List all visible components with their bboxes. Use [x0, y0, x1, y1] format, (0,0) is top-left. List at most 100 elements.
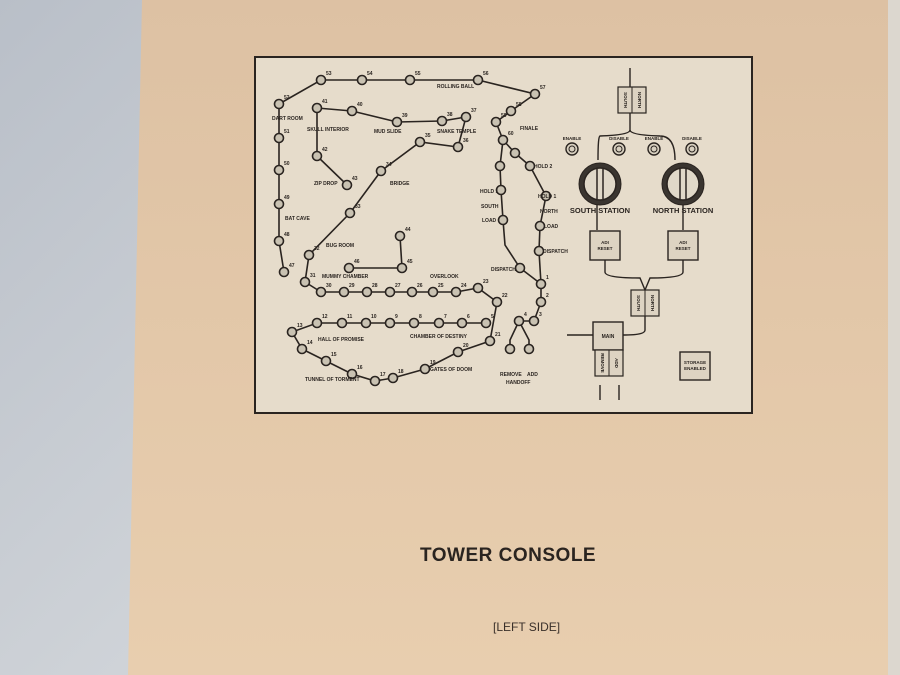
nodes: [273, 74, 552, 387]
station-label: HOLD 2: [534, 164, 553, 170]
node-number: 20: [463, 343, 469, 349]
block-node: [472, 74, 484, 86]
node-number: 30: [326, 283, 332, 289]
station-label: HOLD 1: [538, 194, 557, 200]
station-node: [523, 343, 535, 355]
area-label: SKULL INTERIOR: [307, 127, 349, 133]
block-node: [303, 249, 315, 261]
block-node: [315, 286, 327, 298]
node-number: 18: [398, 369, 404, 375]
block-node: [505, 105, 517, 117]
block-node: [436, 115, 448, 127]
switch-label: REMOVE: [600, 353, 605, 373]
node-number: 2: [546, 293, 549, 299]
switch-label: NORTH: [650, 295, 655, 311]
station-label: DISPATCH: [543, 249, 568, 255]
station-node: [504, 343, 516, 355]
block-node: [384, 286, 396, 298]
node-number: 45: [407, 259, 413, 265]
station-label: LOAD: [544, 224, 559, 230]
node-number: 5: [491, 314, 494, 320]
block-node: [346, 105, 358, 117]
block-node: [480, 317, 492, 329]
node-number: 55: [415, 71, 421, 77]
adi-reset-button[interactable]: [589, 230, 621, 261]
indicator-lamp[interactable]: [647, 142, 661, 156]
area-label: CHAMBER OF DESTINY: [410, 334, 468, 340]
node-number: 41: [322, 99, 328, 105]
node-number: 37: [471, 108, 477, 114]
storage-enabled-button[interactable]: [679, 351, 711, 381]
node-number: 13: [297, 323, 303, 329]
block-node: [452, 346, 464, 358]
lamp-ring: [688, 145, 696, 153]
block-node: [490, 116, 502, 128]
node-number: 56: [483, 71, 489, 77]
switch-label: SOUTH: [636, 295, 641, 311]
knob-face: [583, 167, 617, 201]
block-node: [273, 132, 285, 144]
station-node: [540, 190, 552, 202]
node-number: 3: [539, 312, 542, 318]
indicator-lamp[interactable]: [685, 142, 699, 156]
document-subtitle: [LEFT SIDE]: [493, 620, 561, 634]
reset-label: RESET: [675, 246, 690, 251]
node-number: 34: [386, 162, 392, 168]
node-number: 10: [371, 314, 377, 320]
block-node: [456, 317, 468, 329]
block-node: [396, 262, 408, 274]
area-label: DART ROOM: [272, 116, 303, 122]
node-number: 46: [354, 259, 360, 265]
area-label: ROLLING BALL: [437, 84, 474, 90]
indicator-lamp[interactable]: [612, 142, 626, 156]
block-node: [344, 207, 356, 219]
block-node: [513, 315, 525, 327]
block-node: [419, 363, 431, 375]
node-number: 15: [331, 352, 337, 358]
switch-label: SOUTH: [623, 92, 628, 108]
block-node: [450, 286, 462, 298]
node-number: 8: [419, 314, 422, 320]
station-node: [509, 147, 521, 159]
area-label: GATES OF DOOM: [430, 367, 472, 373]
station-label: HOLD 1: [480, 189, 499, 195]
adi-reset-button[interactable]: [667, 230, 699, 261]
node-number: 38: [447, 112, 453, 118]
indicator-lamp[interactable]: [565, 142, 579, 156]
switch-label: NORTH: [637, 92, 642, 108]
block-node: [299, 276, 311, 288]
area-label: HALL OF PROMISE: [318, 337, 365, 343]
node-number: 9: [395, 314, 398, 320]
node-number: 54: [367, 71, 373, 77]
station-node: [497, 214, 509, 226]
block-node: [391, 116, 403, 128]
block-node: [529, 88, 541, 100]
lamp-ring: [650, 145, 658, 153]
lamp-label: DISABLE: [609, 136, 629, 141]
node-number: 44: [405, 227, 411, 233]
node-number: 21: [495, 332, 501, 338]
lamp-label: ENABLE: [563, 136, 582, 141]
block-node: [404, 74, 416, 86]
node-number: 26: [417, 283, 423, 289]
node-number: 60: [508, 131, 514, 137]
node-number: 4: [524, 312, 527, 318]
node-number: 48: [284, 232, 290, 238]
block-node: [286, 326, 298, 338]
area-label: FINALE: [520, 126, 539, 132]
station-label: LOAD: [482, 218, 497, 224]
wire: [597, 68, 631, 161]
block-node: [311, 150, 323, 162]
switch-label: ADD: [614, 358, 619, 368]
node-number: 42: [322, 147, 328, 153]
wire: [604, 260, 646, 291]
block-node: [408, 317, 420, 329]
area-label: TUNNEL OF TORMENT: [305, 377, 360, 383]
block-node: [433, 317, 445, 329]
area-label: SNAKE TEMPLE: [437, 129, 477, 135]
block-node: [343, 262, 355, 274]
block-node: [394, 230, 406, 242]
area-label: OVERLOOK: [430, 274, 459, 280]
